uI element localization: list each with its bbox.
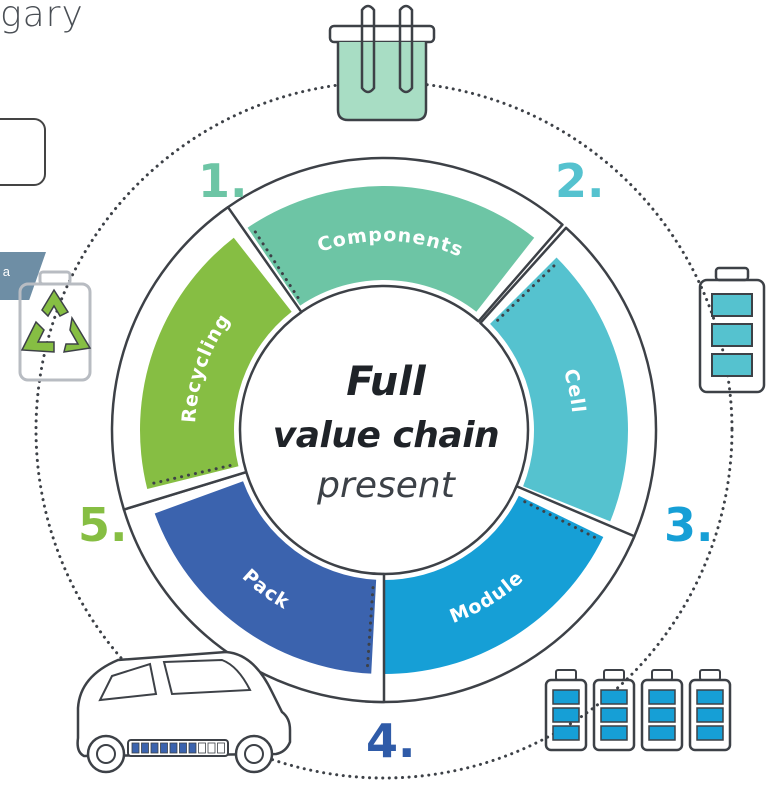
step-number-1: 1. xyxy=(198,154,248,208)
outer-dotted-ring xyxy=(34,80,734,780)
electrolysis-beaker-icon xyxy=(328,4,436,122)
side-box xyxy=(0,118,46,186)
battery-cell-icon xyxy=(698,266,766,394)
center-line-2: value chain xyxy=(272,415,500,456)
side-tag-text: a xyxy=(2,264,10,279)
center-line-3: present xyxy=(317,465,455,506)
center-line-1: Full xyxy=(346,359,426,405)
page-title: gary xyxy=(0,0,84,35)
segment-cell-seam xyxy=(496,263,557,322)
segment-module xyxy=(379,495,604,674)
segment-pack xyxy=(154,481,377,674)
step-number-4: 4. xyxy=(366,714,416,768)
segment-cell xyxy=(490,257,628,522)
segment-components xyxy=(247,186,535,312)
segment-pack-seam xyxy=(365,586,375,669)
segment-recycling xyxy=(140,237,292,490)
battery-module-icon xyxy=(544,669,732,752)
electric-car-icon xyxy=(76,650,292,774)
step-number-3: 3. xyxy=(664,498,714,552)
segment-recycling-seam xyxy=(150,464,232,486)
step-number-2: 2. xyxy=(555,154,605,208)
segment-module-seam xyxy=(523,500,598,540)
segment-components-seam xyxy=(252,228,300,299)
battery-recycling-icon xyxy=(18,270,92,382)
step-number-5: 5. xyxy=(78,498,128,552)
center-caption: Full value chain present xyxy=(236,355,536,509)
